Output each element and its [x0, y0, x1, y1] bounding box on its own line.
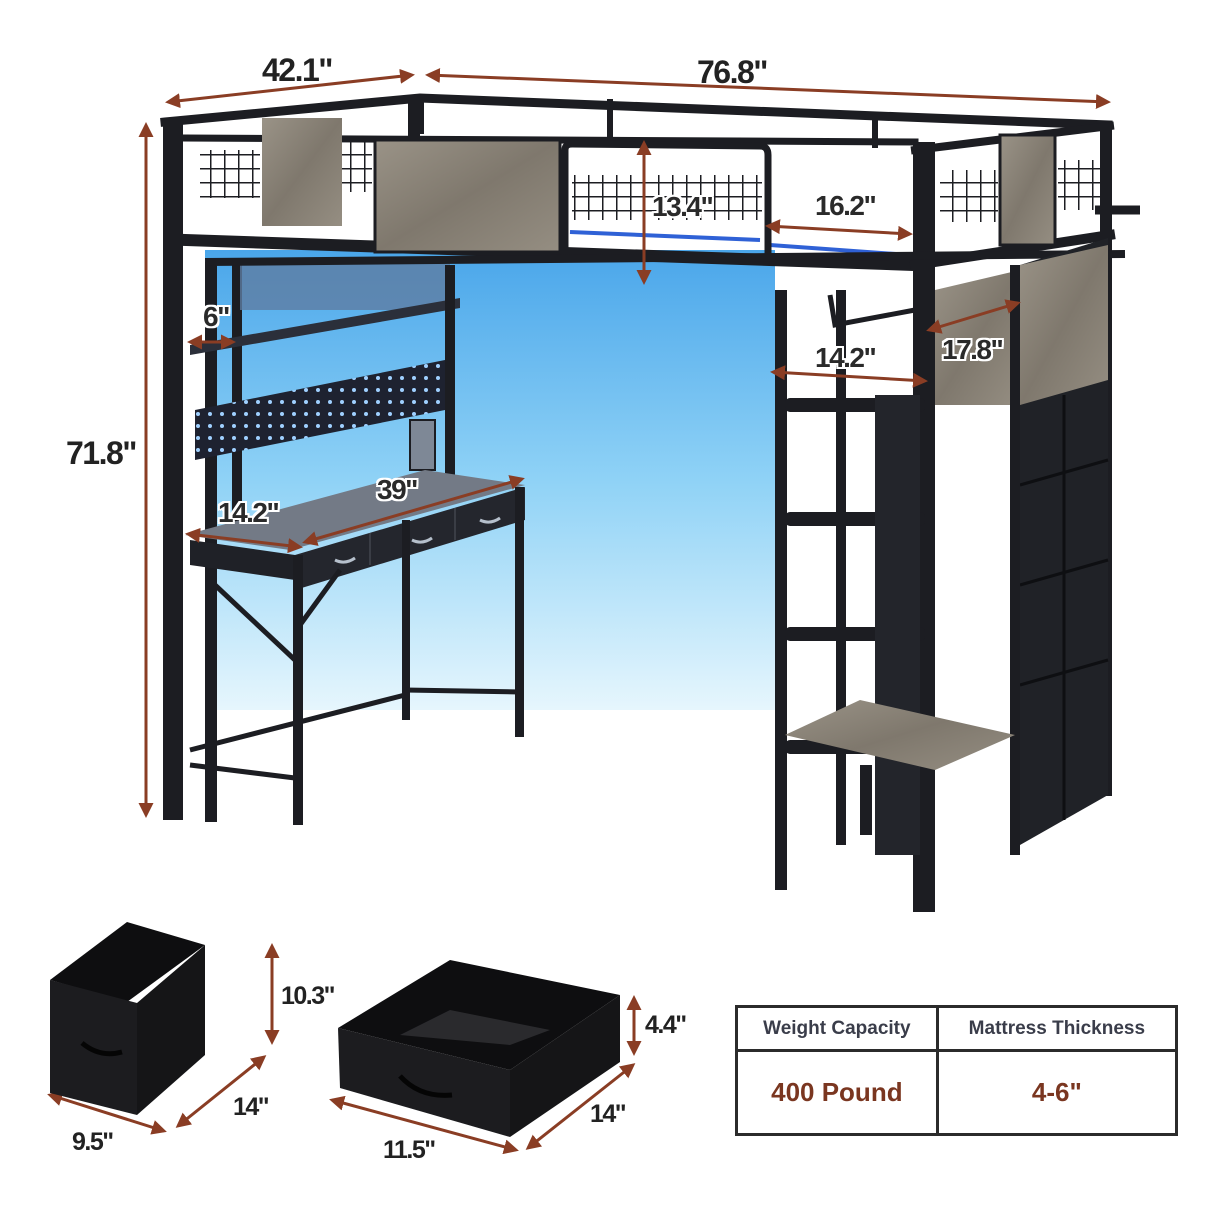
- header-weight-capacity: Weight Capacity: [735, 1004, 939, 1053]
- dim-total-height: 71.8": [66, 435, 137, 471]
- dim-ladder-width: 14.2": [815, 342, 877, 373]
- storage-cabinet: [785, 238, 1109, 855]
- dim-desk-width: 39": [377, 474, 418, 505]
- spec-table: Weight Capacity Mattress Thickness 400 P…: [735, 1004, 1179, 1136]
- value-mattress-thickness: 4-6": [935, 1049, 1179, 1136]
- value-weight-capacity: 400 Pound: [735, 1049, 939, 1136]
- dim-short-bin-height: 4.4": [645, 1011, 687, 1039]
- dimension-arrows: [47, 67, 1111, 1155]
- short-fabric-bin-art: [338, 960, 620, 1137]
- dim-short-bin-width: 11.5": [383, 1136, 436, 1164]
- dim-tall-bin-height: 10.3": [281, 982, 336, 1010]
- dim-bed-length: 76.8": [697, 54, 768, 90]
- dim-guardrail-height: 13.4": [652, 191, 714, 222]
- dim-bed-width: 42.1": [262, 52, 333, 88]
- dim-desk-depth: 14.2": [218, 497, 280, 528]
- dim-ladder-entry-width: 16.2": [815, 190, 877, 221]
- dim-tall-bin-depth: 14": [233, 1093, 270, 1121]
- header-mattress-thickness: Mattress Thickness: [935, 1004, 1179, 1053]
- dim-shelf-depth: 6": [203, 301, 230, 332]
- tall-fabric-bin-art: [50, 922, 205, 1115]
- dim-cabinet-depth: 17.8": [942, 334, 1004, 365]
- dim-short-bin-depth: 14": [590, 1100, 627, 1128]
- spec-table-header-row: Weight Capacity Mattress Thickness: [735, 1004, 1179, 1053]
- spec-table-value-row: 400 Pound 4-6": [735, 1049, 1179, 1136]
- dim-tall-bin-width: 9.5": [72, 1128, 114, 1156]
